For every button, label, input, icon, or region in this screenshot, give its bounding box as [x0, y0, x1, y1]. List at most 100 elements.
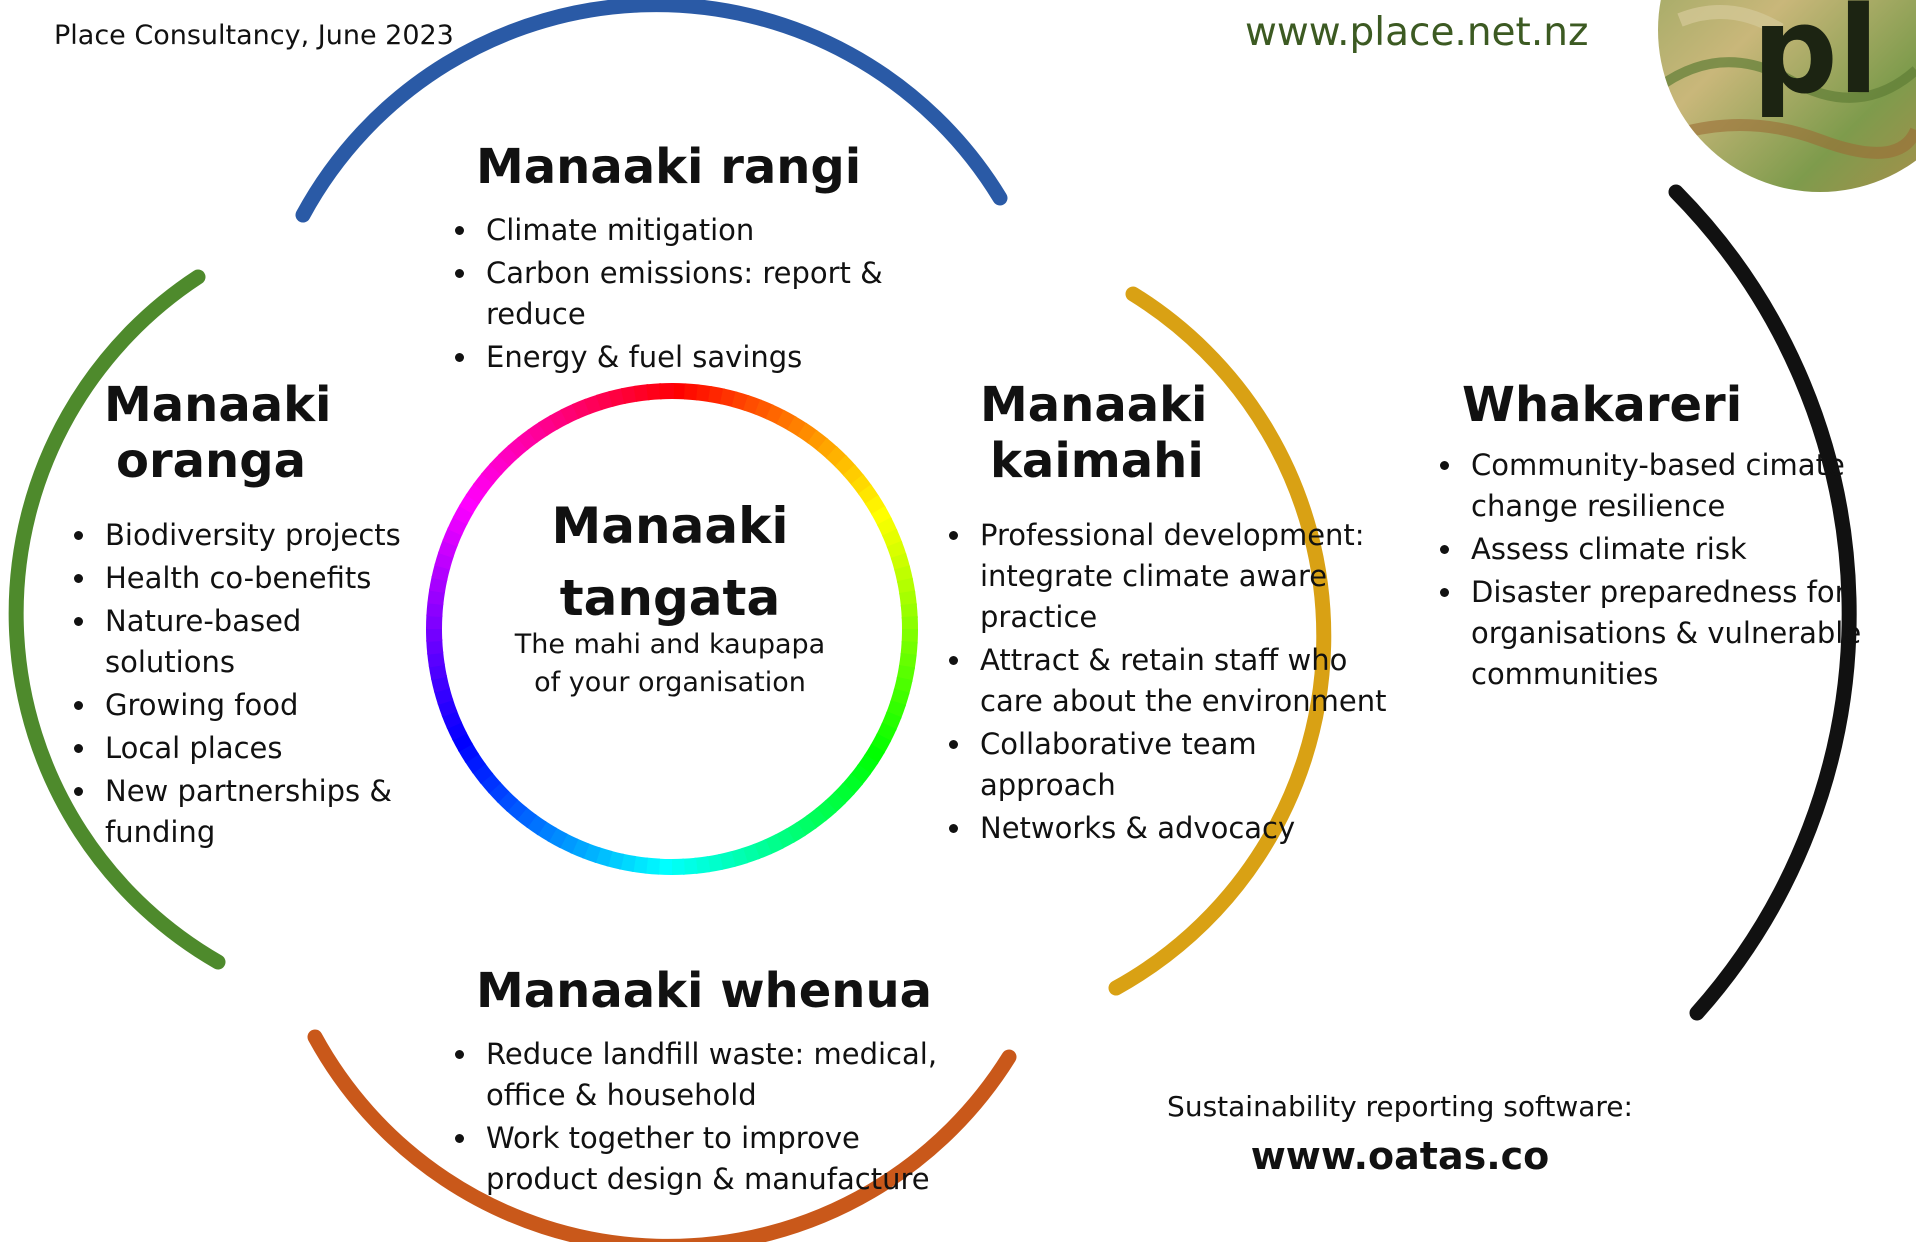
- rainbow-ring-segment: [706, 853, 724, 873]
- rainbow-ring-segment: [594, 847, 613, 867]
- rainbow-ring-segment: [505, 798, 528, 821]
- rainbow-ring-segment: [538, 414, 559, 437]
- rainbow-ring-segment: [560, 403, 581, 425]
- rainbow-ring-segment: [507, 436, 529, 459]
- rainbow-ring-segment: [472, 472, 495, 494]
- rainbow-ring-segment: [882, 528, 903, 549]
- rainbow-ring-segment: [683, 383, 700, 401]
- rainbow-ring-segment: [741, 843, 761, 864]
- rainbow-ring-segment: [896, 577, 916, 595]
- rainbow-ring-segment: [447, 515, 468, 536]
- manaaki-tangata-ring: [426, 383, 918, 875]
- rainbow-ring-segment: [834, 455, 857, 477]
- rainbow-ring-segment: [437, 698, 458, 718]
- rainbow-ring-segment: [527, 421, 549, 443]
- rainbow-ring-segment: [870, 733, 892, 754]
- place-logo: pl: [1658, 0, 1916, 192]
- rainbow-ring-segment: [898, 652, 917, 670]
- rainbow-ring-segment: [774, 828, 795, 850]
- rainbow-ring-segment: [752, 839, 773, 860]
- rainbow-ring-segment: [426, 639, 444, 655]
- rainbow-ring-segment: [536, 820, 558, 843]
- list-item: Disaster preparedness for organisations …: [1433, 572, 1873, 695]
- manaaki-oranga-list: Biodiversity projects Health co-benefits…: [67, 515, 407, 855]
- list-item: Attract & retain staff who care about th…: [942, 640, 1392, 722]
- rainbow-ring-segment: [446, 720, 468, 741]
- rainbow-ring-segment: [731, 391, 750, 411]
- rainbow-ring-segment: [876, 517, 898, 538]
- manaaki-rangi-arc: [295, 0, 1008, 223]
- manaaki-oranga-title: Manaaki oranga: [104, 377, 332, 489]
- rainbow-ring-segment: [496, 790, 519, 812]
- rainbow-ring-segment: [434, 551, 454, 570]
- rainbow-ring-segment: [719, 388, 738, 408]
- rainbow-ring-segment: [785, 821, 806, 844]
- rainbow-ring-segment: [816, 437, 839, 460]
- rainbow-ring-segment: [452, 504, 474, 525]
- rainbow-ring-segment: [754, 399, 774, 420]
- rainbow-ring-segment: [431, 563, 451, 582]
- rainbow-ring-segment: [850, 474, 873, 496]
- rainbow-ring-segment: [890, 552, 911, 572]
- rainbow-ring-segment: [441, 709, 462, 730]
- rainbow-ring-segment: [571, 398, 592, 419]
- list-item: Professional development: integrate clim…: [942, 515, 1392, 638]
- rainbow-ring-segment: [707, 386, 726, 405]
- software-url[interactable]: www.oatas.co: [1250, 1134, 1550, 1178]
- rainbow-ring-segment: [464, 752, 486, 774]
- rainbow-ring-segment: [549, 408, 570, 430]
- rainbow-ring-segment: [487, 781, 510, 803]
- rainbow-ring-segment: [618, 853, 637, 872]
- list-item: Climate mitigation: [448, 210, 908, 251]
- list-item: Community-based cimate change resilience: [1433, 445, 1873, 527]
- rainbow-ring-segment: [471, 762, 494, 784]
- rainbow-ring-segment: [805, 807, 827, 830]
- rainbow-ring-segment: [558, 833, 579, 854]
- whakareri-arc: [1668, 184, 1857, 1021]
- manaaki-whenua-arc: [307, 1029, 1017, 1242]
- rainbow-ring-segment: [525, 813, 547, 836]
- rainbow-ring-segment: [583, 394, 603, 415]
- rainbow-ring-segment: [765, 404, 786, 425]
- list-item: Biodiversity projects: [67, 515, 407, 556]
- manaaki-kaimahi-arc: [1108, 286, 1332, 996]
- rainbow-ring-segment: [694, 856, 711, 874]
- credit-line: Place Consultancy, June 2023: [54, 20, 454, 51]
- rainbow-ring-segment: [480, 462, 503, 485]
- list-item: Reduce landfill waste: medical, office &…: [448, 1034, 938, 1116]
- manaaki-whenua-title: Manaaki whenua: [476, 963, 932, 1019]
- list-item: Collaborative team approach: [942, 724, 1392, 806]
- rainbow-ring-segment: [894, 565, 914, 583]
- rainbow-ring-segment: [881, 711, 902, 731]
- rainbow-ring-segment: [797, 422, 819, 445]
- rainbow-ring-segment: [900, 603, 918, 619]
- website-url[interactable]: www.place.net.nz: [1245, 10, 1589, 55]
- list-item: Carbon emissions: report & reduce: [448, 253, 908, 335]
- rainbow-ring-segment: [547, 827, 568, 849]
- list-item: Work together to improve product design …: [448, 1118, 938, 1200]
- rainbow-ring-segment: [886, 540, 907, 560]
- whakareri-title: Whakareri: [1462, 377, 1743, 433]
- rainbow-ring-segment: [899, 590, 917, 607]
- rainbow-ring-segment: [428, 663, 448, 681]
- rainbow-ring-segment: [457, 742, 480, 763]
- rainbow-ring-segment: [849, 764, 872, 786]
- rainbow-ring-segment: [893, 676, 913, 695]
- rainbow-ring-segment: [825, 446, 848, 468]
- rainbow-ring-segment: [427, 588, 446, 606]
- manaaki-rangi-list: Climate mitigation Carbon emissions: rep…: [448, 210, 908, 380]
- rainbow-ring-segment: [631, 855, 649, 874]
- rainbow-ring-segment: [517, 428, 539, 451]
- rainbow-ring-segment: [815, 799, 837, 822]
- manaaki-tangata-title: Manaaki tangata: [551, 497, 789, 627]
- manaaki-tangata-subtitle: The mahi and kaupapa of your organisatio…: [514, 629, 826, 698]
- rainbow-ring-segment: [718, 851, 736, 871]
- rainbow-ring-segment: [743, 395, 762, 415]
- rainbow-ring-segment: [886, 700, 906, 719]
- rainbow-ring-segment: [433, 686, 454, 706]
- place-logo-text: pl: [1752, 0, 1879, 121]
- list-item: Health co-benefits: [67, 558, 407, 599]
- rainbow-ring-segment: [644, 857, 661, 875]
- rainbow-ring-segment: [890, 688, 910, 707]
